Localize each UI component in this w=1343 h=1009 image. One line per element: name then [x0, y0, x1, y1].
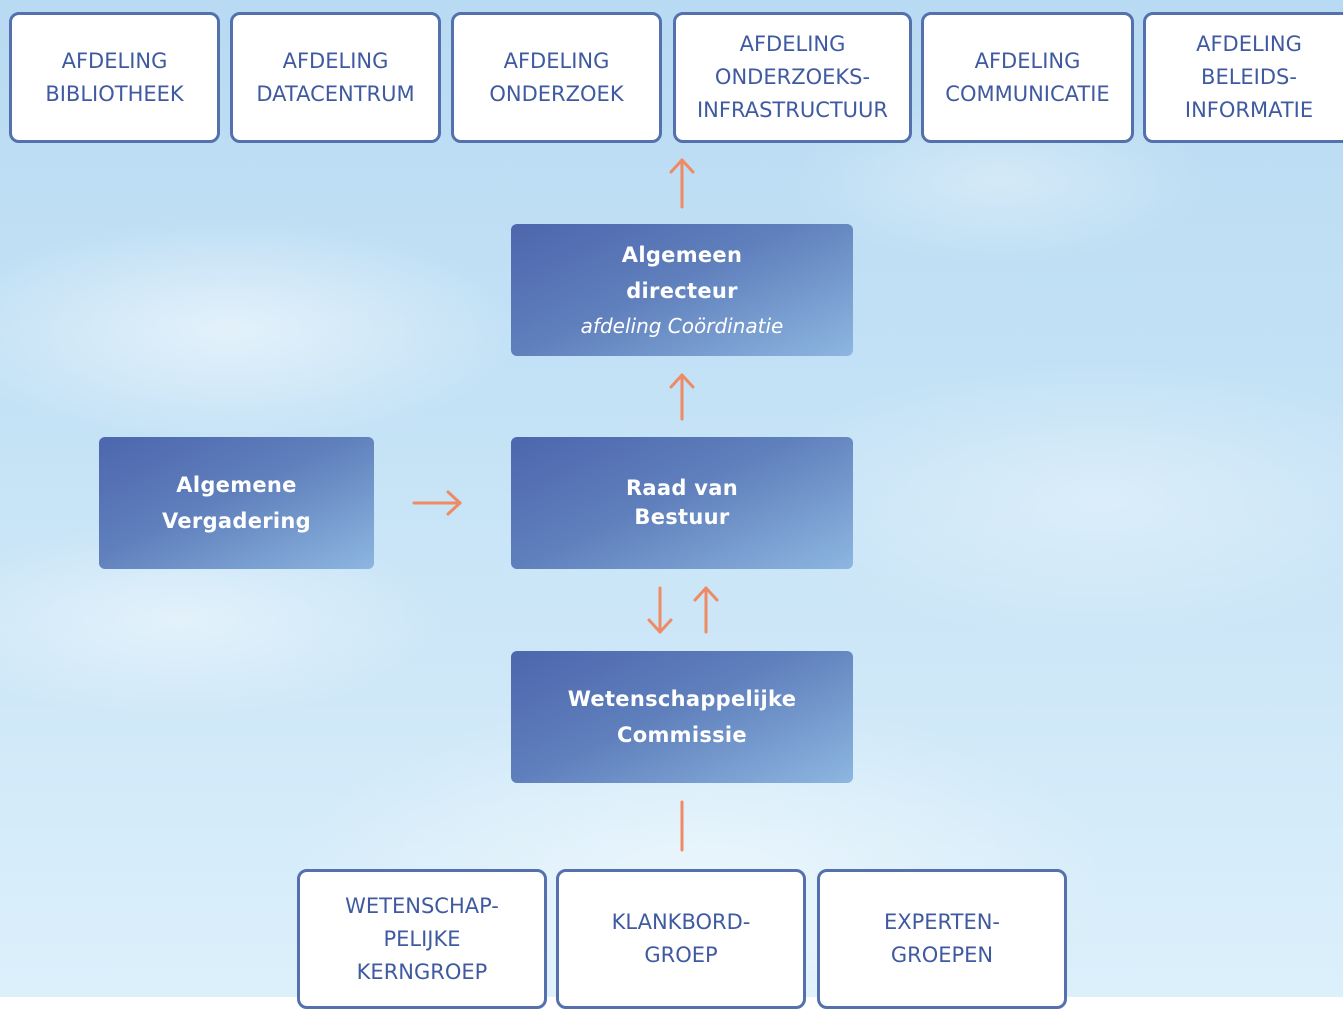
board-box: Raad van Bestuur — [511, 437, 853, 569]
arrow-assembly-to-board — [412, 490, 462, 516]
dept-communicatie: AFDELING COMMUNICATIE — [921, 12, 1134, 143]
arrow-commission-to-board — [693, 586, 719, 634]
group-expertengroepen: EXPERTEN- GROEPEN — [817, 869, 1067, 1009]
director-title: Algemeen directeur — [621, 243, 743, 303]
arrow-board-to-commission — [647, 586, 673, 634]
general-assembly-box: Algemene Vergadering — [99, 437, 374, 569]
scientific-commission-box: Wetenschappelijke Commissie — [511, 651, 853, 783]
dept-onderzoek: AFDELING ONDERZOEK — [451, 12, 662, 143]
arrow-director-to-departments — [669, 158, 695, 209]
general-assembly-label: Algemene Vergadering — [161, 473, 312, 533]
arrow-board-to-director — [669, 373, 695, 421]
dept-bibliotheek: AFDELING BIBLIOTHEEK — [9, 12, 220, 143]
scientific-commission-label: Wetenschappelijke Commissie — [567, 687, 797, 747]
director-box: Algemeen directeur afdeling Coördinatie — [511, 224, 853, 356]
dept-datacentrum: AFDELING DATACENTRUM — [230, 12, 441, 143]
group-kerngroep: WETENSCHAP- PELIJKE KERNGROEP — [297, 869, 547, 1009]
board-label: Raad van Bestuur — [625, 476, 739, 529]
dept-beleidsinformatie: AFDELING BELEIDS- INFORMATIE — [1143, 12, 1343, 143]
director-subtitle: afdeling Coördinatie — [580, 314, 784, 338]
group-klankbordgroep: KLANKBORD- GROEP — [556, 869, 806, 1009]
dept-onderzoeks-infrastructuur: AFDELING ONDERZOEKS- INFRASTRUCTUUR — [673, 12, 912, 143]
